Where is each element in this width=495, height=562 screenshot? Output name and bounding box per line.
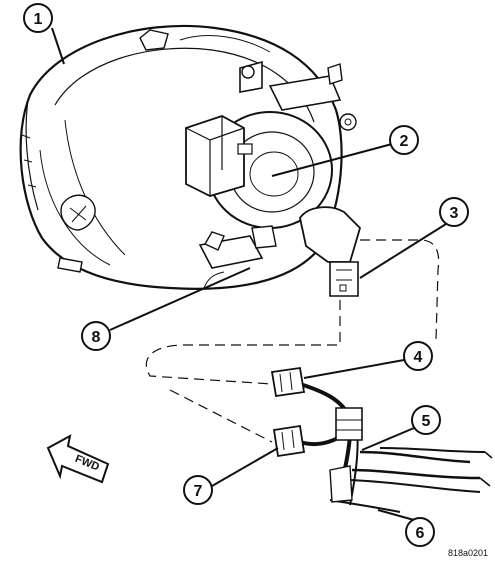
callout-8-label: 8 <box>92 329 101 346</box>
callout-1: 1 <box>23 3 53 33</box>
callout-5: 5 <box>411 405 441 435</box>
wiring-harness <box>270 366 493 513</box>
callout-4-label: 4 <box>414 349 423 366</box>
leader-lines <box>51 27 447 521</box>
callout-3-label: 3 <box>450 205 459 222</box>
bulb-socket-assembly <box>185 60 357 289</box>
callout-2-label: 2 <box>400 133 409 150</box>
callout-7: 7 <box>183 475 213 505</box>
callout-8: 8 <box>81 321 111 351</box>
callout-7-label: 7 <box>194 483 203 500</box>
callout-6: 6 <box>405 517 435 547</box>
bulb-connector <box>299 206 362 297</box>
callout-3: 3 <box>439 197 469 227</box>
callout-2: 2 <box>389 125 419 155</box>
routing-path <box>145 239 440 443</box>
callout-1-label: 1 <box>34 11 43 28</box>
figure-code: 818a0201 <box>448 548 488 558</box>
callout-4: 4 <box>403 341 433 371</box>
callout-5-label: 5 <box>422 413 431 430</box>
fwd-arrow-icon: FWD <box>46 434 110 484</box>
callout-6-label: 6 <box>416 525 425 542</box>
